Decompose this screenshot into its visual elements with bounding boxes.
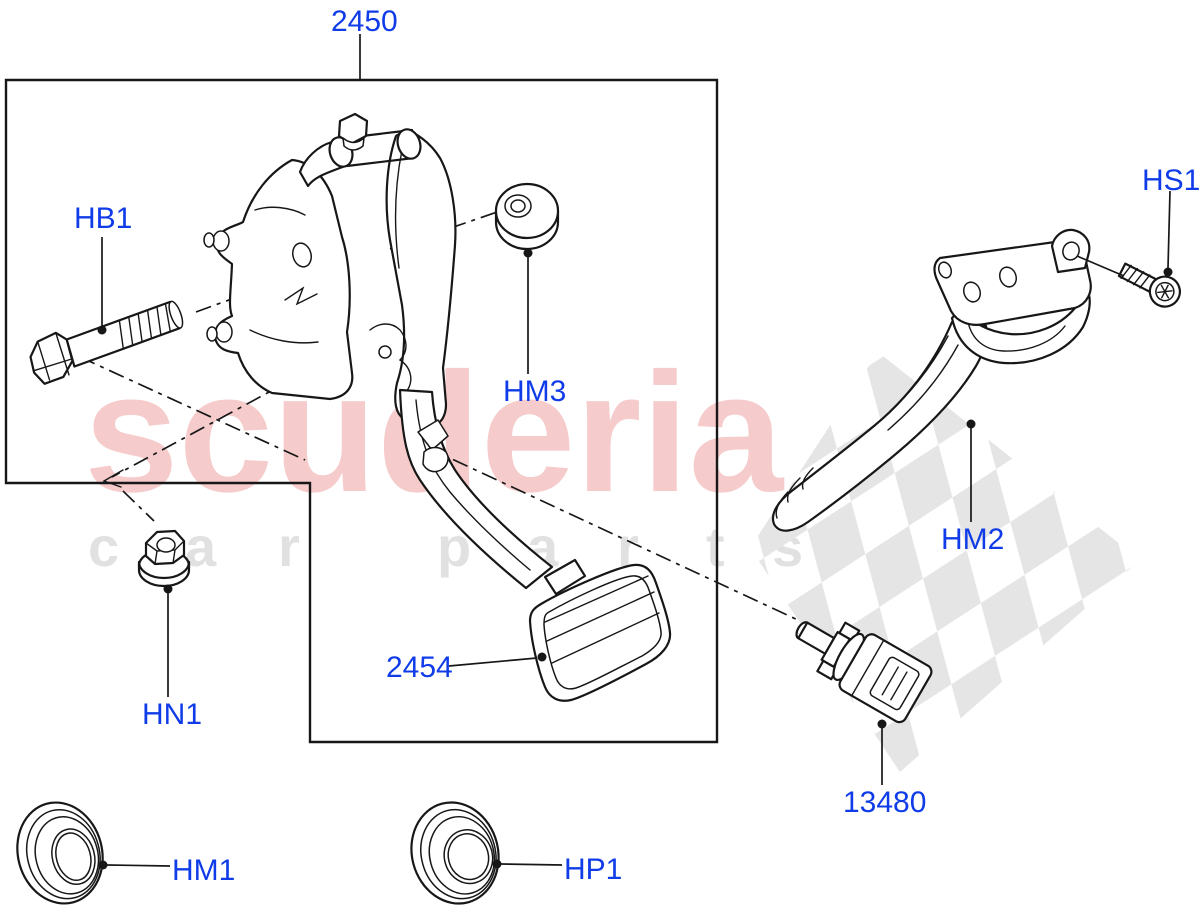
leader-lines (97, 34, 1173, 870)
label-screw-hs1: HS1 (1142, 164, 1200, 197)
hm2-shield-drawing (771, 228, 1092, 532)
label-pivot-nut-hm3: HM3 (503, 375, 567, 408)
watermark-letter: c (88, 515, 120, 578)
hp1-grommet-drawing (410, 801, 500, 905)
label-shield-hm2: HM2 (941, 523, 1005, 556)
label-switch-13480: 13480 (843, 786, 927, 819)
hm1-grommet-drawing (16, 801, 104, 905)
hs1-screw-drawing (1117, 262, 1181, 308)
watermark-letter: a (185, 515, 217, 578)
hb1-bolt-drawing (29, 300, 184, 385)
watermark-letter: t (706, 515, 725, 578)
label-pedal-pad-2454: 2454 (386, 651, 453, 684)
hn1-flange-nut-drawing (137, 529, 191, 588)
watermark-letter: r (278, 515, 300, 578)
assembly-box-outline (4, 78, 719, 744)
label-grommet-hp1: HP1 (564, 853, 623, 886)
axis-arrowhead (102, 469, 124, 488)
hm3-pivot-nut-drawing (494, 182, 560, 251)
watermark-letter: r (617, 515, 639, 578)
label-assembly-2450: 2450 (331, 5, 398, 38)
pedal-bracket-assembly-drawing (203, 112, 672, 702)
checkered-flag-graphic (750, 352, 1140, 772)
label-bolt-hb1: HB1 (74, 202, 133, 235)
switch-13480-drawing (795, 621, 933, 724)
label-grommet-hm1: HM1 (172, 854, 236, 887)
label-flange-nut-hn1: HN1 (142, 698, 203, 731)
